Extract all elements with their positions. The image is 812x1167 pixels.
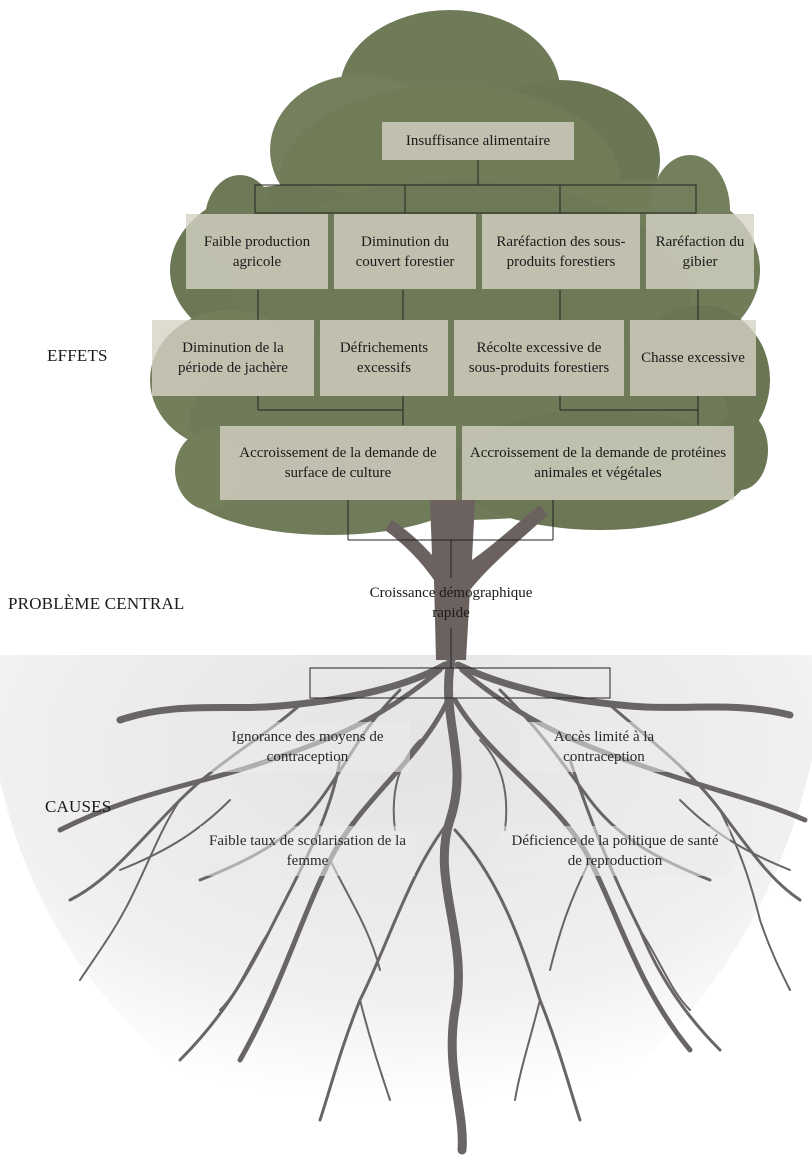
cause-text: Déficience de la politique de santé de r… [511,833,719,869]
effect-level1-box: Raréfaction du gibier [646,214,754,289]
effect-level2-box: Chasse excessive [630,320,756,396]
connector-lines [254,158,699,699]
effects-label: EFFETS [47,346,108,365]
root-branch [719,809,791,991]
effect-level3-text: Accroissement de la demande de protéines… [469,445,727,481]
central-problem-label: PROBLÈME CENTRAL [8,594,185,613]
root-branch [454,661,794,719]
cause-box: Accès limité à la contraception [520,722,688,772]
effect-level2-text: Diminution de la période de jachère [178,340,288,376]
effect-level2-text: Récolte excessive de sous-produits fores… [468,340,610,376]
effect-level1-box: Raréfaction des sous-produits forestiers [482,214,640,289]
effect-level1-text: Raréfaction du gibier [655,233,745,270]
root-branch [318,818,452,1122]
central-problem-box: Croissance démographique rapide [351,578,551,628]
effect-level1-text: Diminution du couvert forestier [355,233,455,270]
root-branch [514,999,541,1101]
effect-level1-box: Diminution du couvert forestier [334,214,476,289]
effect-level1-text: Raréfaction des sous-produits forestiers [496,233,626,270]
effect-level2-text: Défrichements excessifs [339,340,429,376]
effect-level3-box: Accroissement de la demande de protéines… [462,426,734,500]
root-branch [439,655,467,1155]
central-problem-text: Croissance démographique rapide [369,585,533,621]
causes-label: CAUSES [45,797,112,816]
effect-level2-text: Chasse excessive [641,350,745,366]
effect-level3-text: Accroissement de la demande de surface d… [239,445,437,481]
root-branch [116,661,449,724]
cause-text: Faible taux de scolarisation de la femme [208,833,407,869]
root-branch [639,929,691,1011]
root-branch [219,929,271,1011]
root-branch [119,799,231,871]
effect-level2-box: Diminution de la période de jachère [152,320,314,396]
effect-level1-box: Faible production agricole [186,214,328,289]
root-branch [359,999,391,1101]
effect-level3-box: Accroissement de la demande de surface d… [220,426,456,500]
cause-box: Déficience de la politique de santé de r… [500,826,730,876]
root-branch [479,739,508,831]
effect-level1-text: Faible production agricole [203,233,311,270]
cause-box: Ignorance des moyens de contraception [205,722,410,772]
cause-text: Accès limité à la contraception [553,729,655,765]
effect-level2-box: Défrichements excessifs [320,320,448,396]
cause-box: Faible taux de scolarisation de la femme [200,826,415,876]
effect-top-box: Insuffisance alimentaire [382,122,574,160]
effect-top-text: Insuffisance alimentaire [405,133,551,149]
root-branch [79,799,181,981]
root-branch [392,739,421,831]
cause-text: Ignorance des moyens de contraception [231,729,384,765]
effect-level2-box: Récolte excessive de sous-produits fores… [454,320,624,396]
